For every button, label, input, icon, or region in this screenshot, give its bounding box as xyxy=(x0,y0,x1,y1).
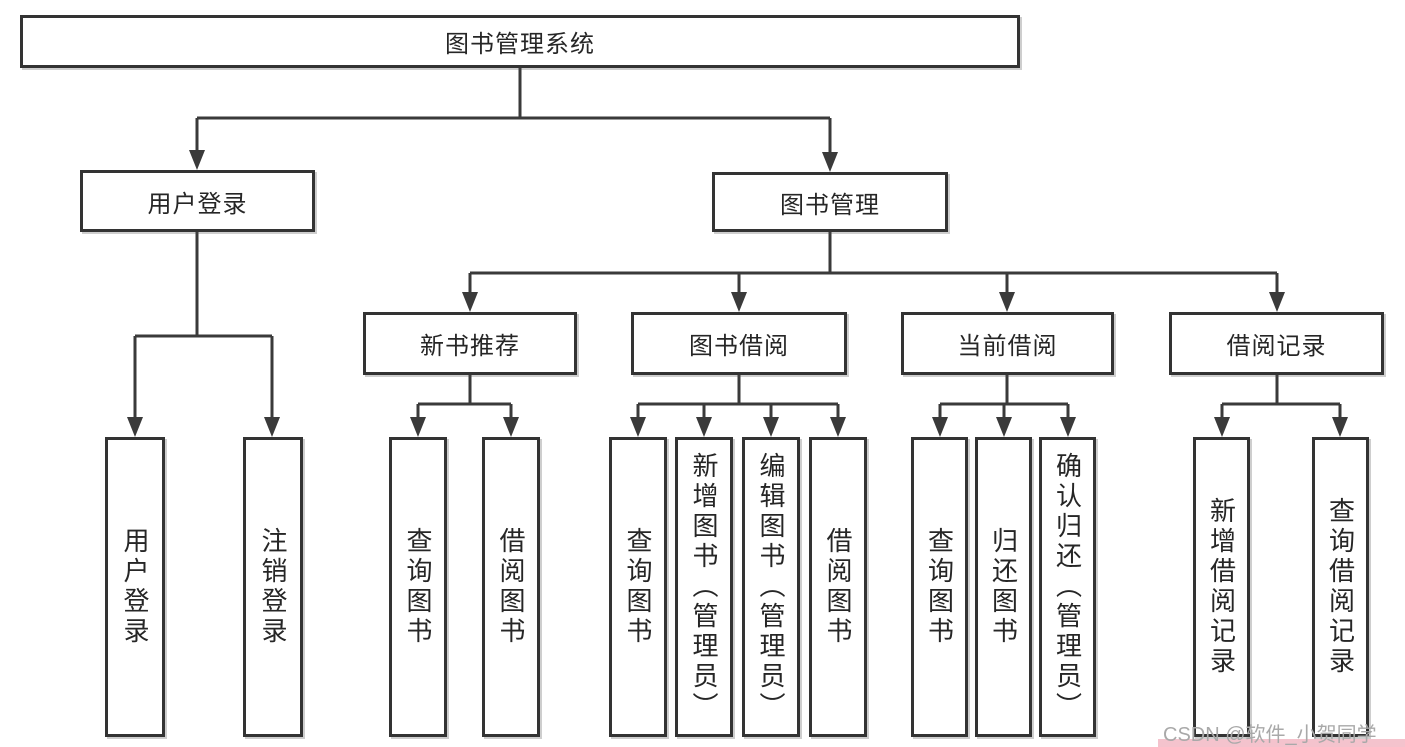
node-book-borrowing: 图书借阅 xyxy=(631,312,847,375)
leaf-records-add-record-label: 新增借阅记录 xyxy=(1206,497,1237,677)
leaf-current-confirm-return-admin-label: 确认归还（管理员） xyxy=(1052,452,1083,722)
leaf-borrowing-edit-books-admin: 编辑图书（管理员） xyxy=(742,437,800,737)
node-new-book-recommendation: 新书推荐 xyxy=(363,312,577,375)
node-user-login: 用户登录 xyxy=(80,170,315,232)
node-book-management-system: 图书管理系统 xyxy=(20,15,1020,68)
watermark-text: CSDN @软件_小贺同学 xyxy=(1163,724,1377,746)
connector-book-borrowing-children xyxy=(630,375,846,437)
leaf-current-query-books: 查询图书 xyxy=(911,437,968,737)
leaf-newrec-query-books: 查询图书 xyxy=(389,437,447,737)
leaf-records-add-record: 新增借阅记录 xyxy=(1193,437,1250,737)
leaf-borrowing-borrow-books-label: 借阅图书 xyxy=(823,527,853,647)
connector-root-to-branches xyxy=(189,68,838,172)
connector-user-login-children xyxy=(127,232,280,437)
leaf-current-return-books-label: 归还图书 xyxy=(988,527,1019,647)
connector-borrowing-records-children xyxy=(1214,375,1348,437)
watermark-strip xyxy=(1158,739,1405,747)
leaf-newrec-borrow-books-label: 借阅图书 xyxy=(496,527,526,647)
leaf-borrowing-add-books-admin-label: 新增图书（管理员） xyxy=(689,452,719,722)
leaf-borrowing-query-books: 查询图书 xyxy=(609,437,667,737)
leaf-current-query-books-label: 查询图书 xyxy=(924,527,955,647)
connector-current-borrowing-children xyxy=(932,375,1076,437)
leaf-borrowing-add-books-admin: 新增图书（管理员） xyxy=(675,437,733,737)
leaf-current-return-books: 归还图书 xyxy=(975,437,1032,737)
leaf-user-login: 用户登录 xyxy=(105,437,165,737)
leaf-current-confirm-return-admin: 确认归还（管理员） xyxy=(1039,437,1096,737)
leaf-newrec-borrow-books: 借阅图书 xyxy=(482,437,540,737)
leaf-records-query-record-label: 查询借阅记录 xyxy=(1325,497,1356,677)
node-borrowing-records: 借阅记录 xyxy=(1169,312,1384,375)
connector-book-mgmt-sections xyxy=(462,232,1285,312)
leaf-borrowing-query-books-label: 查询图书 xyxy=(623,527,653,647)
leaf-borrowing-borrow-books: 借阅图书 xyxy=(809,437,867,737)
leaf-records-query-record: 查询借阅记录 xyxy=(1312,437,1369,737)
leaf-newrec-query-books-label: 查询图书 xyxy=(403,527,433,647)
leaf-borrowing-edit-books-admin-label: 编辑图书（管理员） xyxy=(756,452,786,722)
connector-new-book-recommendation-children xyxy=(410,375,519,437)
node-current-borrowing: 当前借阅 xyxy=(901,312,1114,375)
leaf-logout: 注销登录 xyxy=(243,437,303,737)
node-book-management: 图书管理 xyxy=(712,172,948,232)
leaf-logout-label: 注销登录 xyxy=(258,527,288,647)
leaf-user-login-label: 用户登录 xyxy=(120,527,150,647)
